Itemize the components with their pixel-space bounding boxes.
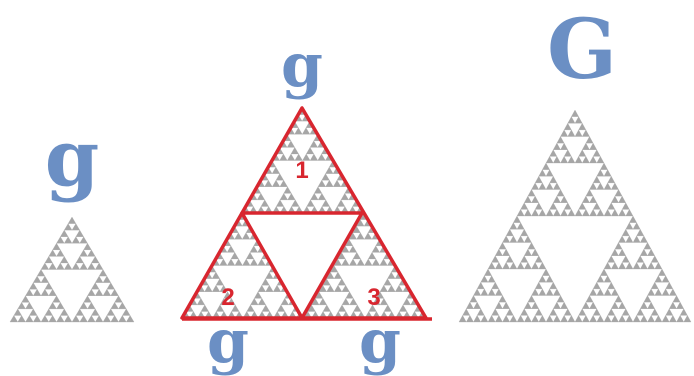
middle-bottom-left-label: g xyxy=(207,307,249,376)
subdivision-outline xyxy=(182,108,426,318)
large-triangle-label: G xyxy=(547,2,617,98)
middle-bottom-right-label: g xyxy=(359,307,401,376)
large-sierpinski-triangle xyxy=(459,110,691,322)
sub-triangle-number-1: 1 xyxy=(295,157,308,184)
middle-triangle-top-label: g xyxy=(281,31,323,101)
small-triangle-label: g xyxy=(45,113,100,204)
small-sierpinski-triangle xyxy=(10,217,134,322)
